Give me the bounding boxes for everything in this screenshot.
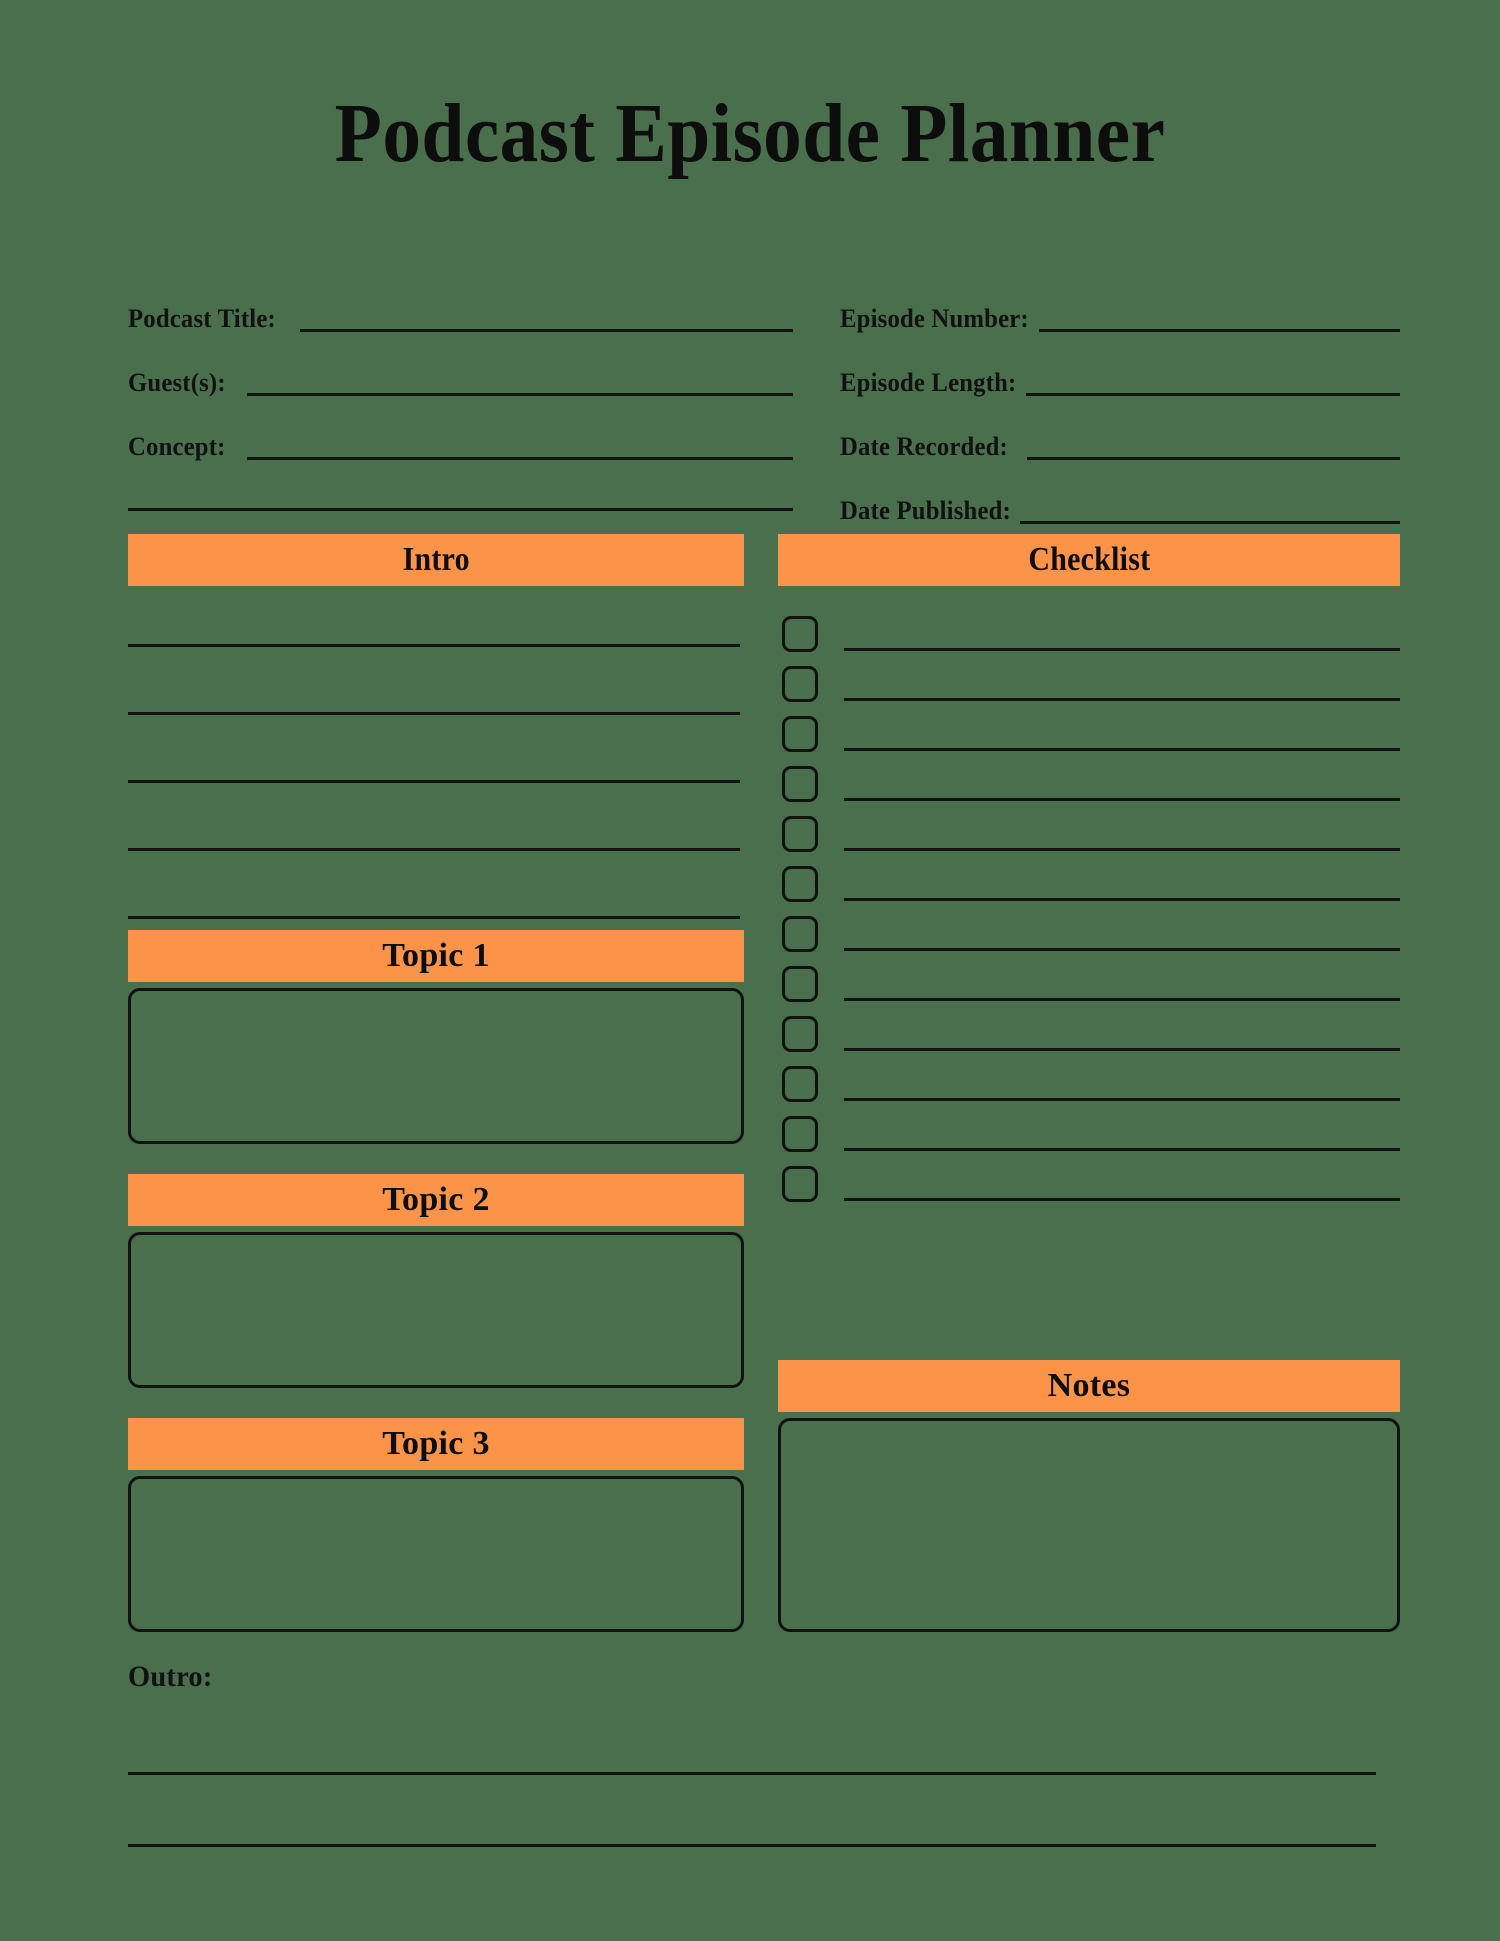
field-label-concept: Concept: [128,432,226,461]
intro-line-1[interactable] [128,644,740,647]
section-header-intro: Intro [128,534,744,586]
checkbox-icon[interactable] [782,1166,818,1202]
checkbox-icon[interactable] [782,766,818,802]
checklist-item[interactable] [782,1012,1400,1062]
section-header-notes: Notes [778,1360,1400,1412]
field-episode-number[interactable]: Episode Number: [840,272,1400,336]
field-date-published[interactable]: Date Published: [840,464,1400,528]
checkbox-icon[interactable] [782,966,818,1002]
checklist-item[interactable] [782,662,1400,712]
checklist-item-input[interactable] [844,698,1400,701]
checklist-item[interactable] [782,1112,1400,1162]
field-input-episode-length[interactable] [1025,393,1400,396]
intro-line-4[interactable] [128,848,740,851]
checklist [782,612,1400,1212]
field-label-episode-length: Episode Length: [840,368,1017,397]
field-label-guests: Guest(s): [128,368,226,397]
checkbox-icon[interactable] [782,1016,818,1052]
intro-line-3[interactable] [128,780,740,783]
checklist-item[interactable] [782,612,1400,662]
notes-textarea[interactable] [778,1418,1400,1632]
field-input-date-recorded[interactable] [1026,457,1400,460]
checklist-item-input[interactable] [844,1148,1400,1151]
checkbox-icon[interactable] [782,866,818,902]
checklist-item-input[interactable] [844,848,1400,851]
field-label-date-recorded: Date Recorded: [840,432,1008,461]
checkbox-icon[interactable] [782,716,818,752]
field-guests[interactable]: Guest(s): [128,336,793,400]
page-title: Podcast Episode Planner [334,87,1166,180]
field-input-date-published[interactable] [1019,521,1400,524]
section-header-topic-3: Topic 3 [128,1418,744,1470]
field-label-date-published: Date Published: [840,496,1011,525]
checklist-item-input[interactable] [844,1048,1400,1051]
section-header-notes-label: Notes [1047,1367,1131,1404]
field-input-guests[interactable] [246,393,793,396]
checkbox-icon[interactable] [782,666,818,702]
field-podcast-title[interactable]: Podcast Title: [128,272,793,336]
checklist-item[interactable] [782,962,1400,1012]
checklist-item[interactable] [782,862,1400,912]
section-header-topic-2: Topic 2 [128,1174,744,1226]
section-header-topic-3-label: Topic 3 [382,1425,490,1462]
section-header-topic-1: Topic 1 [128,930,744,982]
checkbox-icon[interactable] [782,616,818,652]
meta-column-right: Episode Number: Episode Length: Date Rec… [840,272,1400,528]
checklist-item-input[interactable] [844,648,1400,651]
checklist-item[interactable] [782,712,1400,762]
outro-label: Outro: [128,1660,213,1693]
intro-line-2[interactable] [128,712,740,715]
field-label-podcast-title: Podcast Title: [128,304,276,333]
checkbox-icon[interactable] [782,1116,818,1152]
field-input-concept[interactable] [246,457,793,460]
outro-line-2[interactable] [128,1844,1376,1847]
checklist-item[interactable] [782,1162,1400,1212]
field-concept[interactable]: Concept: [128,400,793,464]
checklist-item-input[interactable] [844,798,1400,801]
checklist-item[interactable] [782,912,1400,962]
checklist-item-input[interactable] [844,898,1400,901]
field-date-recorded[interactable]: Date Recorded: [840,400,1400,464]
outro-line-1[interactable] [128,1772,1376,1775]
checklist-item-input[interactable] [844,1098,1400,1101]
field-input-concept-line-2[interactable] [128,508,793,511]
field-input-podcast-title[interactable] [299,329,793,332]
checklist-item-input[interactable] [844,1198,1400,1201]
section-header-checklist-label: Checklist [1027,541,1151,578]
checklist-item[interactable] [782,1062,1400,1112]
field-label-episode-number: Episode Number: [840,304,1029,333]
section-header-intro-label: Intro [402,541,470,578]
section-header-topic-2-label: Topic 2 [382,1181,490,1218]
checklist-item-input[interactable] [844,948,1400,951]
checkbox-icon[interactable] [782,1066,818,1102]
topic-2-textarea[interactable] [128,1232,744,1388]
section-header-topic-1-label: Topic 1 [382,937,490,974]
field-input-episode-number[interactable] [1038,329,1400,332]
section-header-checklist: Checklist [778,534,1400,586]
checkbox-icon[interactable] [782,916,818,952]
topic-1-textarea[interactable] [128,988,744,1144]
topic-3-textarea[interactable] [128,1476,744,1632]
checklist-item-input[interactable] [844,748,1400,751]
checklist-item-input[interactable] [844,998,1400,1001]
checkbox-icon[interactable] [782,816,818,852]
intro-line-5[interactable] [128,916,740,919]
checklist-item[interactable] [782,762,1400,812]
checklist-item[interactable] [782,812,1400,862]
meta-column-left: Podcast Title: Guest(s): Concept: [128,272,793,511]
field-episode-length[interactable]: Episode Length: [840,336,1400,400]
